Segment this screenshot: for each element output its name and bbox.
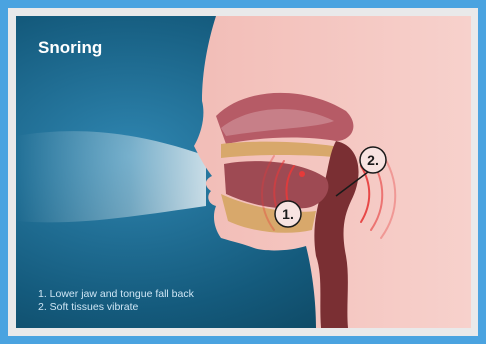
marker-1-label: 1. xyxy=(282,206,294,222)
image-frame: 1. 2. Snoring 1. Lower jaw and tongue fa… xyxy=(8,8,478,336)
marker-2-label: 2. xyxy=(367,152,379,168)
legend-item-2: 2. Soft tissues vibrate xyxy=(38,301,194,314)
vibration-point xyxy=(299,171,305,177)
marker-1: 1. xyxy=(275,201,301,227)
marker-2: 2. xyxy=(360,147,386,173)
snoring-diagram: 1. 2. xyxy=(16,16,471,328)
diagram-title: Snoring xyxy=(38,38,102,58)
legend: 1. Lower jaw and tongue fall back 2. Sof… xyxy=(38,288,194,314)
diagram-panel: 1. 2. Snoring 1. Lower jaw and tongue fa… xyxy=(16,16,471,328)
legend-item-1: 1. Lower jaw and tongue fall back xyxy=(38,288,194,301)
